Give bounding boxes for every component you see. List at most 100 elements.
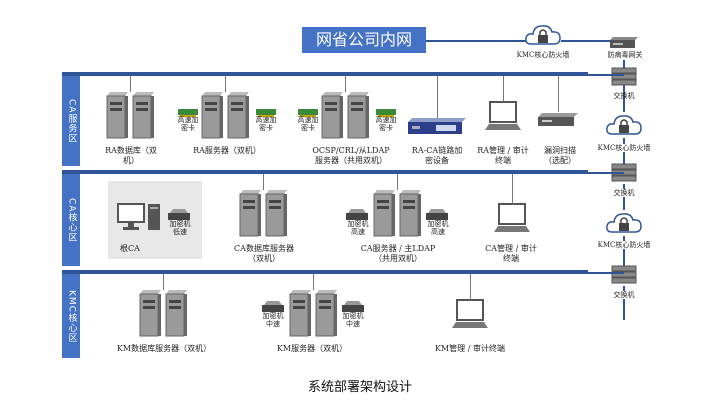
kmc-firewall-top-label: KMC核心防火墙 (516, 51, 570, 59)
zone1-drop-6 (558, 76, 559, 112)
crypto-machine-icon (168, 209, 190, 220)
crypto-card-3 (298, 102, 318, 117)
gateway-device-icon (610, 37, 638, 48)
ca-core-zone-label: CA核心区 (66, 197, 77, 243)
kmc-core-zone-label: KMC核心区 (66, 289, 77, 343)
vuln-scanner (538, 112, 578, 126)
crypto-card-2-label: 高速加 密卡 (255, 116, 277, 132)
kmc-firewall-2 (606, 210, 642, 236)
crypto-card-4 (376, 102, 396, 117)
ca-service-zone-bar (62, 72, 588, 76)
ca-mgmt-terminal (494, 203, 530, 236)
link-crypto-label: RA-CA链路加 密设备 (411, 146, 463, 165)
crypto-mid-2-device (342, 298, 364, 312)
crypto-machine-icon (342, 301, 364, 312)
server-tower-icon (239, 190, 287, 237)
diagram-caption: 系统部署架构设计 (260, 376, 460, 395)
ca-server-label: CA服务器 / 主LDAP （共用双机） (360, 244, 436, 263)
zone3-drop-2 (313, 274, 314, 290)
switch-icon (611, 163, 637, 182)
crypto-card-icon (376, 109, 396, 117)
caption-text: 系统部署架构设计 (307, 380, 412, 395)
zone1-drop-5 (503, 76, 504, 102)
cloud-lock-icon (606, 213, 642, 233)
zone1-drop-1 (130, 76, 131, 92)
km-mgmt-terminal (452, 299, 488, 332)
crypto-high-1-device (346, 206, 368, 220)
switch-icon (611, 265, 637, 284)
laptop-icon (485, 101, 521, 130)
firewall-gateway-link (561, 40, 611, 42)
zone1-drop-4 (437, 76, 438, 118)
ocsp-servers (320, 92, 370, 139)
crypto-mid-2-label: 加密机 中速 (342, 312, 364, 328)
zone1-drop-2 (225, 76, 226, 92)
crypto-card-1 (178, 102, 198, 117)
kmc-firewall-top (525, 22, 561, 48)
crypto-low-label: 加密机 低速 (169, 220, 191, 236)
kmc-firewall-1-label: KMC核心防火墙 (588, 144, 660, 152)
ca-service-zone-tab: CA服务区 (62, 76, 80, 166)
switch-3 (611, 265, 637, 286)
ca-db-label: CA数据库服务器 （双机） (234, 244, 294, 263)
switch-1 (611, 67, 637, 88)
ca-core-zone-bar (62, 170, 588, 174)
crypto-card-icon (178, 109, 198, 117)
ra-server-label: RA服务器（双机） (193, 146, 261, 155)
kmc-firewall-1 (606, 112, 642, 138)
zone2-drop-3 (512, 174, 513, 204)
ra-mgmt-terminal (485, 101, 521, 134)
ca-db-servers (238, 190, 288, 237)
kmc-core-zone-tab: KMC核心区 (62, 274, 80, 358)
kmc-core-zone-bar (62, 270, 588, 274)
server-tower-icon (201, 92, 249, 139)
ocsp-label: OCSP/CRL/从LDAP 服务器（共用双机） (312, 146, 390, 165)
crypto-card-3-label: 高速加 密卡 (297, 116, 319, 132)
zone2-drop-1 (263, 174, 264, 190)
zone1-to-trunk (588, 74, 624, 76)
ca-core-zone-tab: CA核心区 (62, 174, 80, 266)
crypto-card-icon (298, 109, 318, 117)
crypto-machine-icon (346, 209, 368, 220)
intranet-title-box: 网省公司内网 (302, 27, 426, 53)
ca-mgmt-label: CA管理 / 审计 终端 (485, 244, 537, 263)
link-crypto-device (408, 118, 466, 134)
zone2-drop-2 (397, 174, 398, 190)
crypto-low-device (168, 206, 190, 220)
zone1-drop-3 (345, 76, 346, 92)
km-server-label: KM服务器（双机） (276, 344, 348, 353)
crypto-machine-icon (262, 301, 284, 312)
ra-servers (200, 92, 250, 139)
zone2-to-trunk (588, 172, 624, 174)
ra-mgmt-label: RA管理 / 审计 终端 (477, 146, 529, 165)
vuln-scan-label: 漏洞扫描 （选配） (544, 146, 576, 165)
server-tower-icon (139, 290, 187, 337)
cloud-lock-icon (606, 115, 642, 135)
rack-device-icon (408, 118, 466, 134)
ca-servers (372, 190, 422, 237)
km-mgmt-label: KM管理 / 审计终端 (435, 344, 505, 353)
switch-3-label: 交换机 (600, 291, 648, 299)
server-tower-icon (106, 92, 154, 139)
switch-icon (611, 67, 637, 86)
root-ca-label: 根CA (120, 244, 140, 253)
crypto-high-1-label: 加密机 高速 (347, 220, 369, 236)
laptop-icon (494, 203, 530, 232)
switch-2 (611, 163, 637, 184)
crypto-mid-1-device (262, 298, 284, 312)
laptop-icon (452, 299, 488, 328)
switch-1-label: 交换机 (613, 92, 635, 100)
ra-db-servers (105, 92, 155, 139)
crypto-card-4-label: 高速加 密卡 (375, 116, 397, 132)
crypto-high-2-label: 加密机 高速 (427, 220, 449, 236)
zone3-drop-1 (163, 274, 164, 290)
km-db-servers (138, 290, 188, 337)
switch-2-label: 交换机 (600, 189, 648, 197)
zone3-to-trunk (588, 272, 624, 274)
server-tower-icon (289, 290, 337, 337)
km-servers (288, 290, 338, 337)
crypto-card-1-label: 高速加 密卡 (177, 116, 199, 132)
crypto-machine-icon (426, 209, 448, 220)
antivirus-gateway-label: 防病毒网关 (607, 51, 643, 59)
crypto-card-icon (256, 109, 276, 117)
